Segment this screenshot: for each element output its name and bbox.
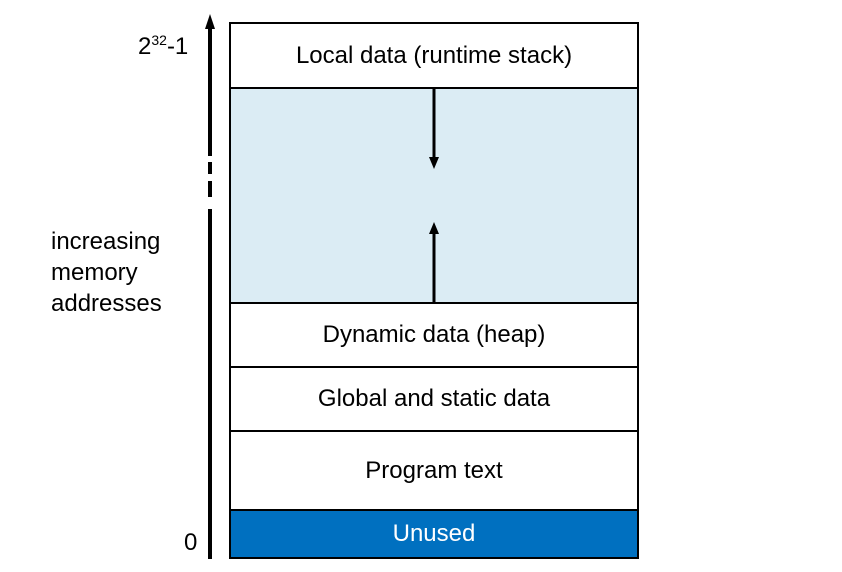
axis-description-line-2: memory bbox=[51, 259, 138, 286]
axis-description: increasing memory addresses bbox=[51, 226, 162, 319]
zero-address-label: 0 bbox=[184, 529, 198, 556]
memory-layout: Local data (runtime stack) Dynamic data … bbox=[229, 22, 639, 559]
axis-arrowhead bbox=[205, 14, 215, 29]
segment-program-text: Program text bbox=[229, 430, 639, 511]
segment-heap: Dynamic data (heap) bbox=[229, 302, 639, 368]
segment-global-static-data: Global and static data bbox=[229, 366, 639, 432]
segment-unused: Unused bbox=[229, 509, 639, 559]
heap-growth-arrowhead bbox=[429, 222, 439, 234]
address-axis-arrow bbox=[205, 14, 215, 559]
axis-description-line-3: addresses bbox=[51, 290, 162, 317]
axis-description-line-1: increasing bbox=[51, 228, 161, 255]
segment-runtime-stack: Local data (runtime stack) bbox=[229, 22, 639, 89]
max-address-label: 232-1 bbox=[138, 32, 189, 60]
growth-arrows bbox=[429, 89, 439, 303]
stack-growth-arrowhead bbox=[429, 157, 439, 169]
